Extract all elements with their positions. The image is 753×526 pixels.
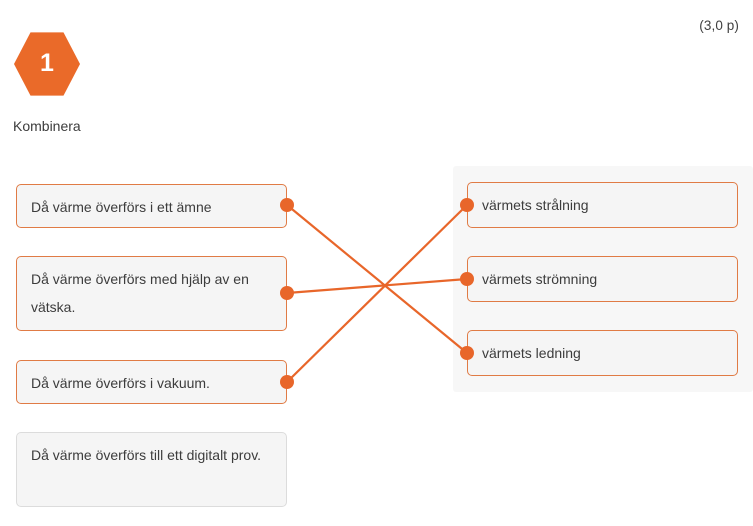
right-option-3-label: värmets ledning (482, 345, 581, 361)
left-option-4[interactable]: Då värme överförs till ett digitalt prov… (16, 432, 287, 507)
left-option-2-label: Då värme överförs med hjälp av en vätska… (31, 271, 249, 315)
left-option-3[interactable]: Då värme överförs i vakuum. (16, 360, 287, 404)
right-option-1[interactable]: värmets strålning (467, 182, 738, 228)
score-label: (3,0 p) (699, 18, 739, 33)
left-option-4-label: Då värme överförs till ett digitalt prov… (31, 447, 262, 463)
instruction-label: Kombinera (13, 118, 81, 134)
right-option-3[interactable]: värmets ledning (467, 330, 738, 376)
left-option-1-label: Då värme överförs i ett ämne (31, 199, 212, 215)
right-option-1-label: värmets strålning (482, 197, 589, 213)
connector-line-2[interactable] (286, 277, 468, 295)
left-option-2[interactable]: Då värme överförs med hjälp av en vätska… (16, 256, 287, 331)
connector-line-1[interactable] (286, 204, 468, 354)
right-option-2[interactable]: värmets strömning (467, 256, 738, 302)
connector-line-3[interactable] (286, 204, 468, 383)
right-option-2-label: värmets strömning (482, 271, 598, 287)
match-area: Då värme överförs i ett ämne Då värme öv… (0, 160, 753, 526)
question-number: 1 (40, 48, 54, 77)
left-option-1[interactable]: Då värme överförs i ett ämne (16, 184, 287, 228)
left-option-3-label: Då värme överförs i vakuum. (31, 375, 210, 391)
hexagon-icon: 1 (14, 32, 80, 96)
question-number-badge: 1 (14, 31, 80, 97)
